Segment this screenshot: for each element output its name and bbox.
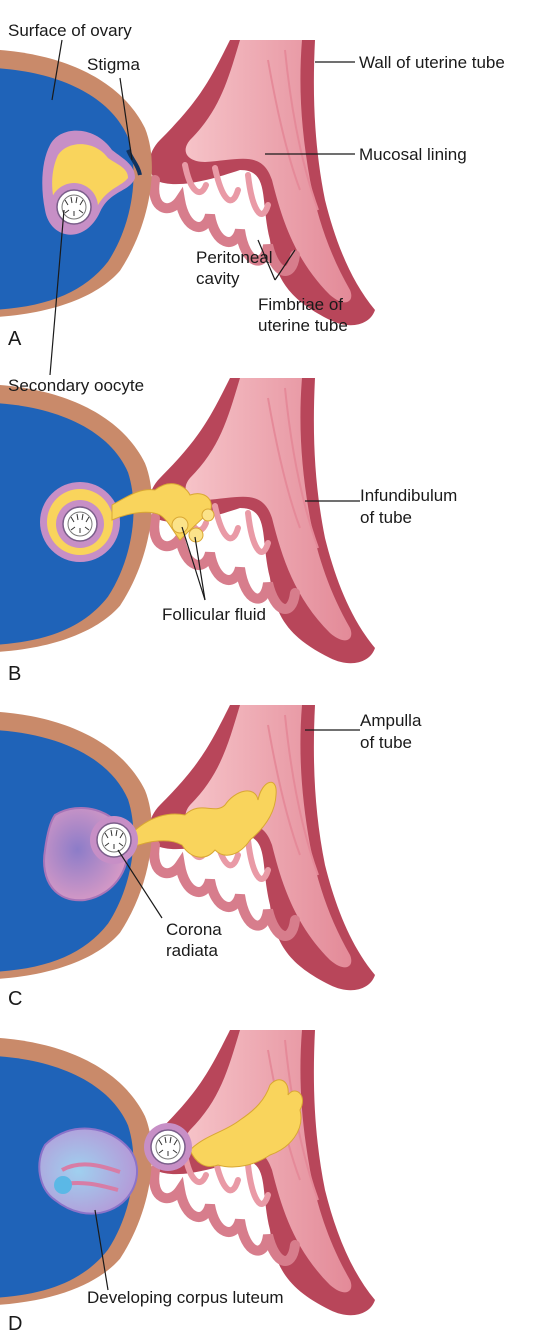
label-corona-2: radiata xyxy=(166,941,219,960)
label-mucosal-lining: Mucosal lining xyxy=(359,145,467,164)
label-infundibulum-2: of tube xyxy=(360,508,412,527)
label-ampulla-1: Ampulla xyxy=(360,711,422,730)
panel-label-c: C xyxy=(8,988,22,1010)
panel-label-b: B xyxy=(8,663,21,685)
label-stigma: Stigma xyxy=(87,55,140,74)
panel-label-a: A xyxy=(8,328,22,350)
label-secondary-oocyte: Secondary oocyte xyxy=(8,376,144,395)
label-developing-corpus-luteum: Developing corpus luteum xyxy=(87,1288,284,1307)
label-ampulla-2: of tube xyxy=(360,733,412,752)
panel-a xyxy=(0,40,375,325)
label-surface-of-ovary: Surface of ovary xyxy=(8,21,132,40)
label-follicular-fluid: Follicular fluid xyxy=(162,605,266,624)
label-peritoneal-cavity-1: Peritoneal xyxy=(196,248,273,267)
panel-d xyxy=(0,1030,375,1315)
label-infundibulum-1: Infundibulum xyxy=(360,486,457,505)
label-fimbriae-1: Fimbriae of xyxy=(258,295,343,314)
label-peritoneal-cavity-2: cavity xyxy=(196,269,240,288)
label-fimbriae-2: uterine tube xyxy=(258,316,348,335)
panel-label-d: D xyxy=(8,1313,22,1335)
label-wall-of-uterine-tube: Wall of uterine tube xyxy=(359,53,505,72)
label-corona-1: Corona xyxy=(166,920,222,939)
